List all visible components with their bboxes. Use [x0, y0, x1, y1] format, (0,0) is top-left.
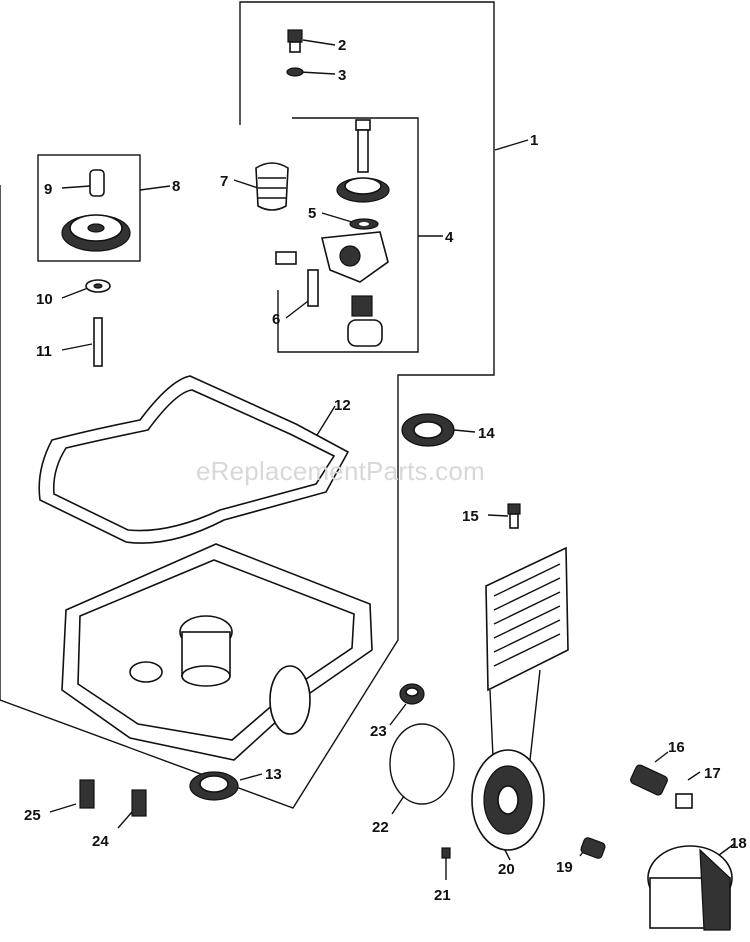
callout-6: 6: [272, 311, 280, 328]
part-9-pin: [89, 169, 105, 197]
callout-15: 15: [462, 508, 479, 525]
part-16-fitting: [630, 764, 668, 796]
callout-21: 21: [434, 887, 451, 904]
callout-13: 13: [265, 766, 282, 783]
callout-14: 14: [478, 425, 495, 442]
callout-2: 2: [338, 37, 346, 54]
callout-11: 11: [36, 343, 52, 360]
callout-19: 19: [556, 859, 573, 876]
part-7-bushing: [255, 162, 289, 211]
callout-20: 20: [498, 861, 515, 878]
assembly-boundary-lines: [0, 1, 495, 809]
callout-24: 24: [92, 833, 109, 850]
part-8-governor-gear: [61, 214, 131, 252]
part-12-gasket: [38, 375, 350, 544]
part-22-o-ring: [389, 723, 455, 805]
part-19-screw: [580, 837, 606, 859]
callout-18: 18: [730, 835, 747, 852]
part-20-oil-cooler: [471, 546, 569, 851]
part-5-washer: [349, 218, 379, 230]
callout-17: 17: [704, 765, 721, 782]
callout-8: 8: [172, 178, 180, 195]
callout-1: 1: [530, 132, 538, 149]
callout-22: 22: [372, 819, 389, 836]
part-25-screw: [79, 779, 95, 809]
callout-12: 12: [334, 397, 351, 414]
part-3-washer: [286, 67, 304, 77]
callout-25: 25: [24, 807, 41, 824]
callout-23: 23: [370, 723, 387, 740]
callout-labels: 1 2 3 4 5 6 7 8 9 10 11 12 13 14 15 16 1…: [24, 37, 747, 904]
callout-3: 3: [338, 67, 346, 84]
part-15-screw: [507, 503, 521, 529]
part-4-oil-pump: [321, 119, 390, 347]
callout-5: 5: [308, 205, 316, 222]
part-11-shaft: [93, 317, 103, 367]
callout-4: 4: [445, 229, 454, 246]
part-17-plug: [675, 793, 693, 809]
callout-10: 10: [36, 291, 53, 308]
part-2-screw: [287, 29, 303, 53]
part-23-fitting: [399, 683, 425, 705]
part-21-pin: [441, 847, 451, 859]
part-6-pickup: [275, 251, 319, 307]
closure-plate: [61, 543, 373, 761]
callout-9: 9: [44, 181, 52, 198]
part-18-oil-filter: [647, 845, 733, 931]
part-10-washer: [85, 279, 111, 293]
part-24-screw: [131, 789, 147, 817]
callout-16: 16: [668, 739, 685, 756]
callout-7: 7: [220, 173, 228, 190]
part-13-seal: [189, 771, 239, 801]
part-14-seal: [401, 413, 455, 447]
